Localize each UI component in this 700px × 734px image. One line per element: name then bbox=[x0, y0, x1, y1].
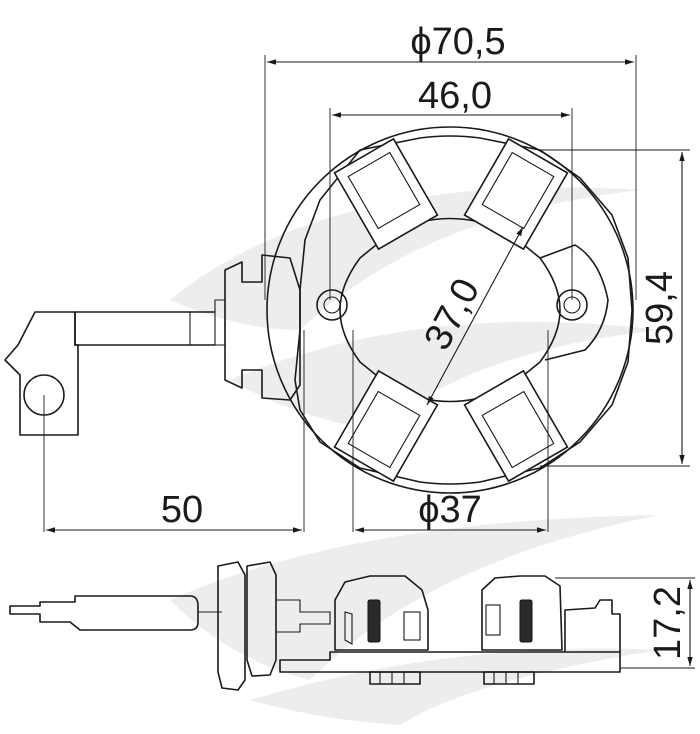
dim-line-diagonal-37 bbox=[426, 226, 524, 406]
watermark-logo bbox=[170, 187, 660, 725]
ring-terminal bbox=[4, 311, 79, 436]
mounting-hole-left bbox=[316, 289, 348, 321]
dim-outer-diameter: ϕ70,5 bbox=[410, 21, 505, 63]
brush-box-top-right bbox=[463, 137, 569, 251]
dim-side-height: 17,2 bbox=[647, 586, 689, 660]
plate-outline bbox=[294, 135, 633, 485]
brush-box-bottom-left bbox=[333, 369, 439, 483]
dim-width-46: 46,0 bbox=[418, 75, 492, 117]
dim-height-59: 59,4 bbox=[639, 271, 681, 345]
side-spring-right bbox=[483, 671, 535, 685]
right-mounting-lobe bbox=[539, 244, 609, 361]
side-connector-block bbox=[217, 561, 246, 691]
brush-box-top-left bbox=[333, 137, 439, 251]
dim-lead-length: 50 bbox=[161, 489, 203, 531]
terminal-lead bbox=[74, 311, 215, 346]
side-terminal-lead bbox=[9, 595, 199, 631]
connector-block bbox=[224, 254, 301, 401]
side-view: 17,2 bbox=[9, 561, 695, 691]
side-brush-box-left bbox=[334, 575, 429, 651]
side-right-bracket bbox=[564, 599, 621, 652]
top-view: ϕ70,5 46,0 59,4 37,0 ϕ37 50 bbox=[4, 21, 690, 533]
side-brush-box-right bbox=[481, 575, 563, 651]
outer-diameter-circle bbox=[266, 126, 634, 494]
dim-inner-diameter: ϕ37 bbox=[418, 489, 482, 531]
side-spring-left bbox=[369, 671, 421, 685]
brush-box-bottom-right bbox=[463, 369, 569, 483]
